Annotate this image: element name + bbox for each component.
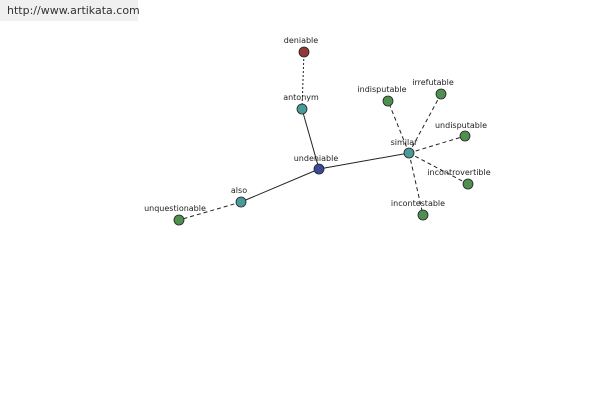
node-similar-label[interactable]: similar	[391, 138, 419, 147]
url-banner: http://www.artikata.com	[0, 0, 140, 21]
edge-undeniable-antonym	[301, 108, 320, 170]
node-deniable[interactable]: deniable	[284, 36, 318, 58]
node-indisputable-label[interactable]: indisputable	[357, 85, 406, 94]
edge-undeniable-similar	[318, 152, 410, 170]
node-incontrovertible[interactable]: incontrovertible	[427, 168, 491, 190]
node-also-dot[interactable]	[235, 196, 247, 208]
node-undeniable[interactable]: undeniable	[294, 154, 339, 175]
edge-also-unquestionable	[178, 201, 242, 221]
edge-similar-undisputable	[408, 135, 466, 154]
node-irrefutable[interactable]: irrefutable	[412, 78, 454, 100]
node-antonym[interactable]: antonym	[283, 93, 319, 115]
node-unquestionable[interactable]: unquestionable	[144, 204, 206, 226]
node-incontestable-label[interactable]: incontestable	[391, 199, 445, 208]
site-url[interactable]: http://www.artikata.com	[7, 4, 140, 17]
edge-similar-indisputable	[387, 100, 410, 154]
node-similar[interactable]: similar	[391, 138, 419, 159]
edge-antonym-deniable	[301, 51, 305, 110]
node-indisputable-dot[interactable]	[382, 95, 394, 107]
node-unquestionable-label[interactable]: unquestionable	[144, 204, 206, 213]
node-unquestionable-dot[interactable]	[173, 214, 185, 226]
node-incontrovertible-dot[interactable]	[462, 178, 474, 190]
node-similar-dot[interactable]	[403, 147, 415, 159]
node-antonym-dot[interactable]	[296, 103, 308, 115]
node-incontestable-dot[interactable]	[417, 209, 429, 221]
node-irrefutable-label[interactable]: irrefutable	[412, 78, 454, 87]
node-undisputable-label[interactable]: undisputable	[435, 121, 487, 130]
node-undisputable[interactable]: undisputable	[435, 121, 487, 142]
node-indisputable[interactable]: indisputable	[357, 85, 407, 107]
node-undisputable-dot[interactable]	[459, 130, 471, 142]
node-also[interactable]: also	[231, 186, 247, 208]
node-undeniable-dot[interactable]	[313, 163, 325, 175]
edge-similar-incontestable	[408, 152, 424, 216]
node-incontrovertible-label[interactable]: incontrovertible	[427, 168, 490, 177]
node-also-label[interactable]: also	[231, 186, 247, 195]
node-deniable-label[interactable]: deniable	[284, 36, 318, 45]
node-deniable-dot[interactable]	[298, 46, 310, 58]
node-incontestable[interactable]: incontestable	[391, 199, 445, 221]
node-undeniable-label[interactable]: undeniable	[294, 154, 339, 163]
edge-undeniable-also	[240, 168, 320, 203]
node-irrefutable-dot[interactable]	[435, 88, 447, 100]
node-antonym-label[interactable]: antonym	[283, 93, 319, 102]
